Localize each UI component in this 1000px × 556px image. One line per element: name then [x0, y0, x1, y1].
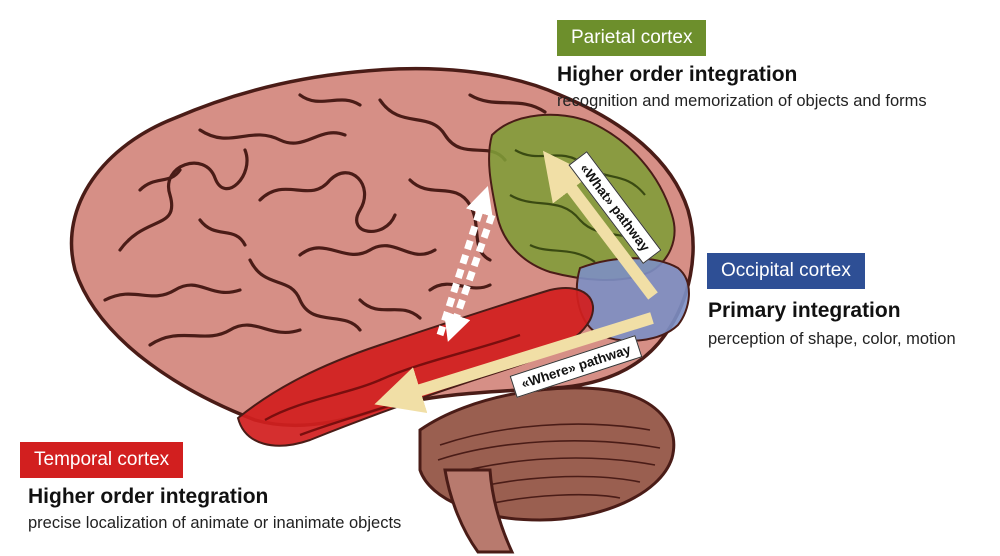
- occipital-cortex-tag: Occipital cortex: [707, 253, 865, 289]
- parietal-heading: Higher order integration: [557, 63, 798, 86]
- occipital-heading: Primary integration: [708, 299, 901, 322]
- where-pathway-arrow: [374, 312, 654, 414]
- dashed-down-arrow: [443, 213, 496, 342]
- parietal-cortex-tag: Parietal cortex: [557, 20, 707, 56]
- temporal-cortex-tag: Temporal cortex: [20, 442, 184, 478]
- brain-stem: [443, 468, 515, 554]
- temporal-heading: Higher order integration: [28, 485, 269, 508]
- occipital-description: perception of shape, color, motion: [708, 330, 956, 348]
- what-pathway-arrow: [542, 150, 658, 300]
- temporal-description: precise localization of animate or inani…: [28, 514, 402, 532]
- gyri-texture: [103, 93, 547, 347]
- parietal-description: recognition and memorization of objects …: [557, 92, 927, 110]
